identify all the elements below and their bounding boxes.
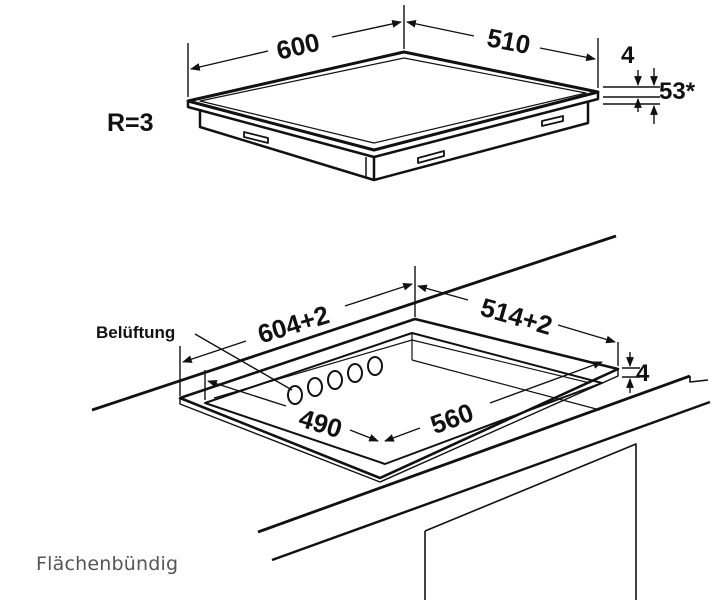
cutout-depth-label: 514+2 [477, 292, 555, 341]
corner-radius-label: R=3 [107, 109, 154, 137]
vent-hole [367, 356, 383, 376]
glass-thickness-label: 4 [621, 42, 635, 69]
depth-label: 510 [485, 22, 533, 60]
vent-hole [327, 370, 343, 390]
vent-hole [287, 385, 303, 405]
vent-hole [347, 363, 363, 383]
bottom-dimension-lines [179, 266, 640, 442]
total-height-label: 53* [659, 78, 696, 105]
inner-width-label: 560 [426, 397, 477, 440]
hob-drawing [186, 50, 600, 182]
vent-hole [307, 377, 323, 397]
vent-label: Belüftung [96, 323, 175, 342]
caption: Flächenbündig [36, 553, 179, 575]
ventilation-holes [287, 356, 383, 405]
countertop-drawing [91, 234, 711, 600]
recess-depth-label: 4 [636, 360, 650, 387]
inner-depth-label: 490 [295, 403, 345, 444]
width-label: 600 [273, 27, 322, 66]
top-dimension-lines [187, 5, 660, 124]
